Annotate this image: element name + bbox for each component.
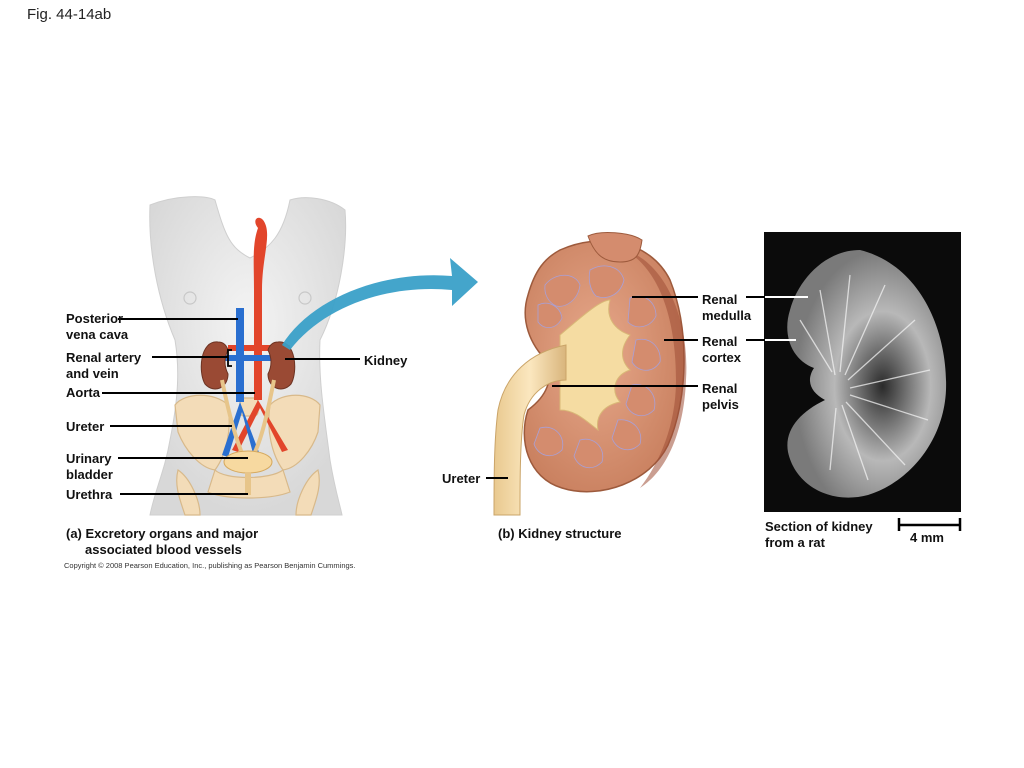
caption-line: associated blood vessels xyxy=(85,541,242,557)
label-urethra: Urethra xyxy=(66,487,113,502)
pelvis-bones xyxy=(174,394,321,516)
panel-b-leaders xyxy=(486,296,698,479)
label-aorta: Aorta xyxy=(66,385,100,400)
photo-leaders xyxy=(746,296,808,341)
scale-bar xyxy=(897,518,962,531)
kidney-left xyxy=(200,341,229,390)
copyright-notice: Copyright © 2008 Pearson Education, Inc.… xyxy=(64,561,356,570)
label-line: vena cava xyxy=(66,326,129,342)
label-ureter-b: Ureter xyxy=(442,471,481,486)
label-renal-medulla: Renal medulla xyxy=(702,292,751,323)
ureter-b-shape xyxy=(493,344,567,516)
label-line: medulla xyxy=(702,307,752,323)
zoom-arrow xyxy=(282,258,478,350)
label-renal-artery-vein: Renal artery and vein xyxy=(66,350,141,381)
kidney-cross-section xyxy=(523,232,687,493)
label-line: Renal xyxy=(702,292,738,307)
caption-photo: Section of kidney from a rat xyxy=(765,519,873,550)
label-line: pelvis xyxy=(702,396,739,412)
kidney-section-photo xyxy=(764,232,961,512)
label-line: Renal artery xyxy=(66,350,142,365)
kidney-right xyxy=(267,341,296,390)
figure-title: Fig. 44-14ab xyxy=(27,6,112,23)
label-posterior-vena-cava: Posterior vena cava xyxy=(66,311,128,342)
caption-line: from a rat xyxy=(765,534,825,550)
label-renal-cortex: Renal cortex xyxy=(702,334,741,365)
label-renal-pelvis: Renal pelvis xyxy=(702,381,739,412)
label-kidney: Kidney xyxy=(364,353,408,368)
caption-panel-a: (a) Excretory organs and major associate… xyxy=(66,526,258,557)
label-urinary-bladder: Urinary bladder xyxy=(66,451,113,482)
label-line: and vein xyxy=(66,365,119,381)
scale-bar-label: 4 mm xyxy=(910,530,944,545)
label-line: cortex xyxy=(702,349,742,365)
caption-line: (a) Excretory organs and major xyxy=(66,526,259,541)
caption-panel-b: (b) Kidney structure xyxy=(498,526,622,541)
urinary-bladder-shape xyxy=(223,450,273,495)
label-line: bladder xyxy=(66,466,113,482)
caption-line: Section of kidney xyxy=(765,519,873,534)
label-line: Posterior xyxy=(66,311,124,326)
label-line: Urinary xyxy=(66,451,112,466)
label-line: Renal xyxy=(702,381,738,396)
label-ureter-a: Ureter xyxy=(66,419,105,434)
panel-a-leaders xyxy=(102,318,360,495)
label-line: Renal xyxy=(702,334,738,349)
